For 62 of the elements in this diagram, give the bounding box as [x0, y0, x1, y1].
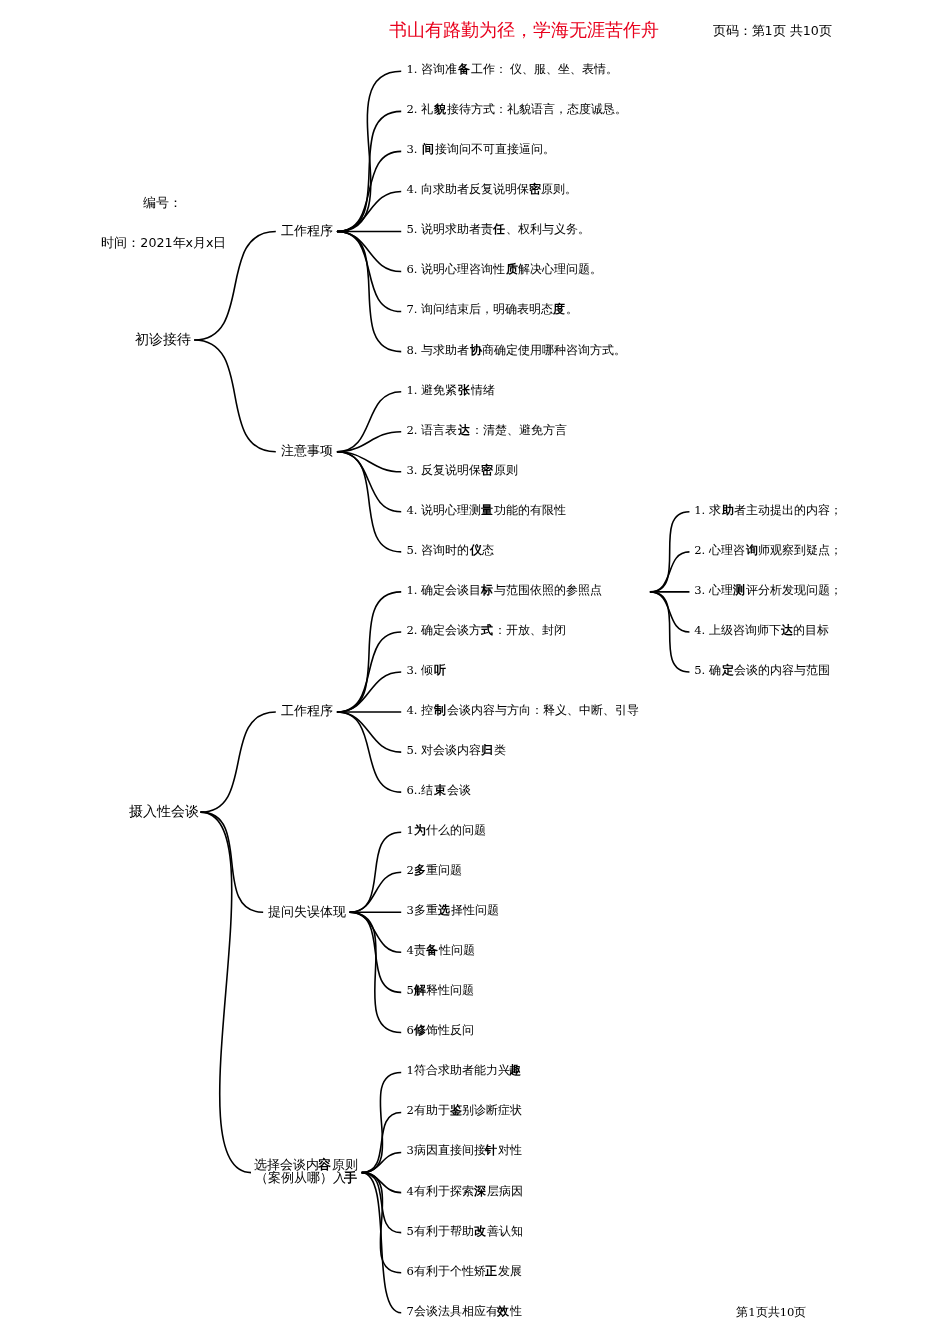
node-text: 1符合求助者能力兴趣 [405, 1063, 521, 1078]
connector [360, 1171, 402, 1314]
node-text: 7. 询问结束后，明确表明态度。 [405, 302, 578, 317]
node-text: 选择会谈内容原则 （案例从哪）入手 [253, 1157, 358, 1185]
node-text: 2. 语言表达：清楚、避免方言 [405, 422, 567, 437]
node-text: 5. 确定会谈的内容与范围 [693, 662, 830, 677]
label: 书山有路勤为径，学海无涯苦作舟 [388, 18, 659, 40]
node-text: 工作程序 [280, 222, 333, 238]
label: 编号： [142, 195, 182, 211]
connector [348, 831, 402, 914]
node-text: 2. 心理咨询师观察到疑点； [693, 542, 842, 557]
connector [348, 911, 402, 994]
connector [335, 450, 402, 553]
node-text: 2多重问题 [405, 863, 462, 878]
node-text: 5. 说明求助者责任、权利与义务。 [405, 222, 590, 237]
node-text: 6. 说明心理咨询性质解决心理问题。 [405, 262, 602, 277]
node-text: 3多重选择性问题 [405, 903, 499, 918]
connector [348, 871, 402, 914]
node-text: 4. 上级咨询师下达的目标 [693, 622, 829, 637]
node-text: 3. 间接询问不可直接逼问。 [405, 142, 555, 157]
node-text: 1. 避免紧张情绪 [405, 382, 495, 397]
node-text: 7会谈法具相应有效性 [405, 1303, 522, 1318]
connector [192, 339, 277, 453]
connector [348, 911, 402, 1034]
connector [335, 230, 402, 353]
node-text: 8. 与求助者协商确定使用哪种咨询方式。 [405, 342, 626, 357]
connector [335, 711, 402, 793]
node-text: 1. 求助者主动提出的内容； [693, 502, 842, 517]
node-text: 3. 心理测评分析发现问题； [693, 582, 842, 597]
node-text: 4. 说明心理测量功能的有限性 [405, 502, 566, 517]
label: 第1页共10页 [735, 1304, 806, 1319]
node-text: 3病因直接间接针对性 [405, 1143, 522, 1158]
node-text: 注意事项 [280, 443, 333, 459]
node-text: 提问失误体现 [267, 903, 346, 919]
connector [348, 911, 402, 914]
node-text: 4责备性问题 [405, 943, 475, 958]
label: 页码：第1页 共10页 [712, 22, 832, 38]
node-text: 5解释性问题 [405, 983, 474, 998]
node-text: 初诊接待 [134, 330, 191, 347]
connector [199, 811, 252, 1174]
node-text: 6修饰性反问 [405, 1023, 474, 1038]
label: 时间：2021年x月x日 [100, 235, 226, 251]
node-text: 1. 咨询准备工作： 仪、服、坐、表情。 [405, 62, 618, 77]
node-text: 6有利于个性矫正发展 [405, 1263, 522, 1278]
node-text: 6..结束会谈 [405, 783, 471, 798]
node-text: 4有利于探索深层病因 [405, 1183, 523, 1198]
node-text: 摄入性会谈 [128, 802, 199, 819]
node-text: 5有利于帮助改善认知 [405, 1223, 523, 1238]
node-text: 3. 倾听 [405, 662, 446, 677]
node-text: 4. 控制会谈内容与方向：释义、中断、引导 [405, 702, 639, 717]
node-text: 5. 咨询时的仪态 [405, 542, 494, 557]
node-text: 4. 向求助者反复说明保密原则。 [405, 182, 577, 197]
node-text: 5. 对会谈内容归类 [405, 742, 506, 757]
connector [648, 591, 690, 673]
node-text: 1为什么的问题 [405, 823, 486, 838]
node-text: 1. 确定会谈目标与范围依照的参照点 [405, 582, 602, 597]
connector [348, 911, 402, 954]
node-text: 2. 礼貌接待方式：礼貌语言，态度诚恳。 [405, 102, 627, 117]
node-text: 2有助于鉴别诊断症状 [405, 1103, 522, 1118]
node-text: 2. 确定会谈方式：开放、封闭 [405, 622, 566, 637]
node-text: 工作程序 [280, 703, 333, 719]
node-text: 3. 反复说明保密原则 [405, 462, 518, 477]
